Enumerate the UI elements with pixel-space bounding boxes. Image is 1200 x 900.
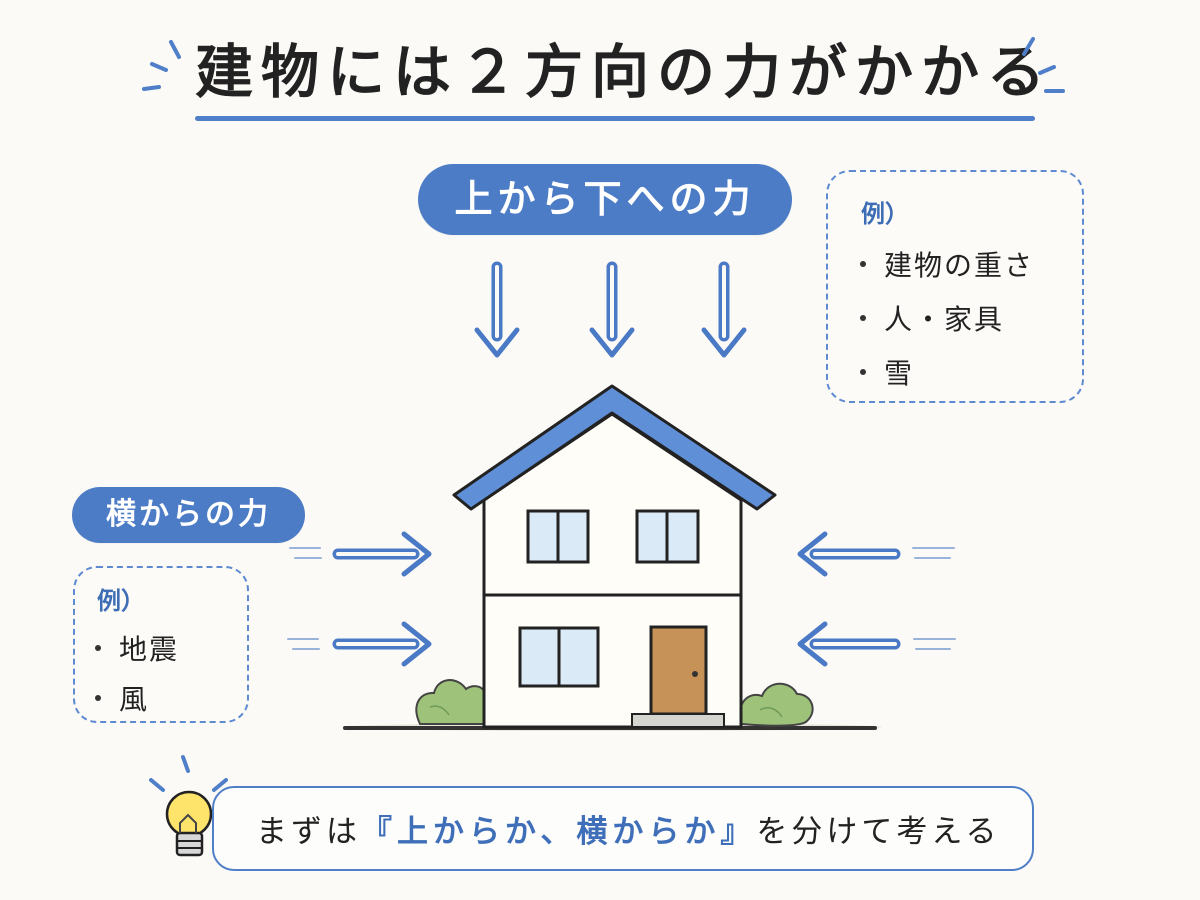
side-force-examples: 例） 地震 風 <box>73 566 249 723</box>
front-step <box>631 713 725 728</box>
side-arrows-left <box>287 531 432 667</box>
bullet-dot <box>860 315 866 321</box>
page-title: 建物には２方向の力がかかる <box>195 38 1054 106</box>
title-sparkles <box>142 37 1065 93</box>
title-underline <box>195 116 1035 121</box>
lightbulb-icon <box>149 755 228 857</box>
down-arrow-1 <box>474 261 520 358</box>
side-examples-title: 例） <box>97 587 145 615</box>
summary-tip: まずは 『上からか、横からか』 を分けて考える <box>212 786 1034 871</box>
down-arrow-3 <box>701 261 747 358</box>
downward-arrows <box>474 261 747 358</box>
tip-after-text: を分けて考える <box>756 814 1001 850</box>
shrub-left <box>415 679 494 725</box>
shrub-right <box>739 682 814 727</box>
lower-window <box>518 626 600 688</box>
bullet-dot <box>860 369 866 375</box>
tip-highlight-text: 『上からか、横からか』 <box>361 814 757 850</box>
top-example-list: 建物の重さ 人・家具 雪 <box>860 237 1034 399</box>
top-example-item: 人・家具 <box>860 291 1034 345</box>
top-example-text: 建物の重さ <box>884 249 1035 282</box>
side-example-text: 風 <box>119 683 150 716</box>
tip-before-text: まずは <box>256 814 361 850</box>
side-force-label: 横からの力 <box>72 487 305 543</box>
top-examples-title: 例） <box>861 200 909 228</box>
top-example-text: 雪 <box>884 357 915 390</box>
upper-left-window <box>526 509 590 564</box>
side-example-item: 地震 <box>95 623 179 673</box>
house-icon <box>342 384 882 731</box>
top-force-examples: 例） 建物の重さ 人・家具 雪 <box>826 170 1084 403</box>
top-example-item: 雪 <box>860 345 1034 399</box>
upper-right-window <box>635 509 700 564</box>
left-arrow-1 <box>797 531 901 577</box>
bullet-dot <box>95 695 101 701</box>
side-example-list: 地震 風 <box>95 623 179 723</box>
bullet-dot <box>95 645 101 651</box>
front-door <box>649 625 708 716</box>
side-example-text: 地震 <box>119 633 180 666</box>
right-arrow-1 <box>332 531 432 577</box>
top-example-text: 人・家具 <box>884 303 1005 336</box>
side-arrows-right <box>797 531 956 667</box>
top-example-item: 建物の重さ <box>860 237 1034 291</box>
top-force-label: 上から下への力 <box>418 164 792 235</box>
right-arrow-2 <box>332 621 432 667</box>
bullet-dot <box>860 261 866 267</box>
down-arrow-2 <box>589 261 635 358</box>
side-example-item: 風 <box>95 673 179 723</box>
left-arrow-2 <box>797 621 901 667</box>
